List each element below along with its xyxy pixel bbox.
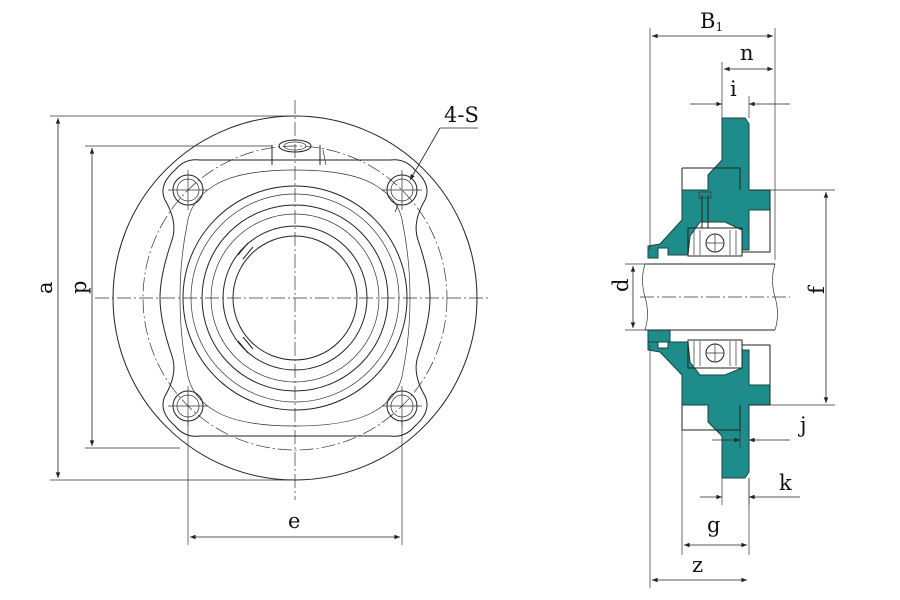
dimension-f	[770, 189, 835, 406]
label-i: i	[730, 77, 737, 101]
label-k: k	[779, 471, 792, 495]
bolt-hole-leader	[394, 127, 478, 213]
label-z: z	[692, 553, 703, 577]
label-b1: B1	[700, 9, 723, 34]
label-n: n	[740, 41, 754, 65]
set-screw-slot-bottom	[237, 336, 254, 354]
bolt-hole-top-right	[382, 170, 422, 210]
housing-outline-top	[681, 167, 771, 253]
dimension-b1	[649, 28, 776, 260]
dimension-a	[50, 115, 290, 481]
dimension-g	[681, 430, 750, 555]
dimension-z	[649, 345, 747, 588]
dimension-i	[690, 96, 790, 118]
set-screw-slot-top	[237, 242, 254, 260]
bearing-top	[687, 191, 743, 257]
dimension-p	[85, 145, 272, 449]
label-j: j	[797, 413, 807, 437]
label-4-s: 4-S	[444, 103, 479, 127]
label-g: g	[707, 513, 720, 537]
label-f: f	[805, 284, 829, 294]
dimension-j	[712, 430, 790, 448]
dimension-n	[721, 62, 773, 118]
bearing-bottom	[687, 339, 743, 369]
label-e: e	[288, 509, 300, 533]
housing-section-top	[647, 117, 771, 259]
collar-section-bottom	[647, 329, 671, 343]
side-section-view: B1 n i d f	[609, 9, 835, 588]
bolt-hole-top-left	[168, 170, 208, 210]
label-p: p	[67, 281, 91, 294]
label-a: a	[33, 281, 57, 294]
front-view: a p e 4-S	[33, 100, 490, 545]
bolt-hole-bottom-right	[382, 386, 422, 426]
dimension-d	[625, 263, 648, 331]
housing-section-bottom	[647, 337, 771, 479]
grease-nipple-boss	[271, 139, 327, 166]
flange-body-outline	[159, 159, 431, 437]
dimension-e	[187, 420, 403, 545]
label-d: d	[609, 279, 633, 292]
